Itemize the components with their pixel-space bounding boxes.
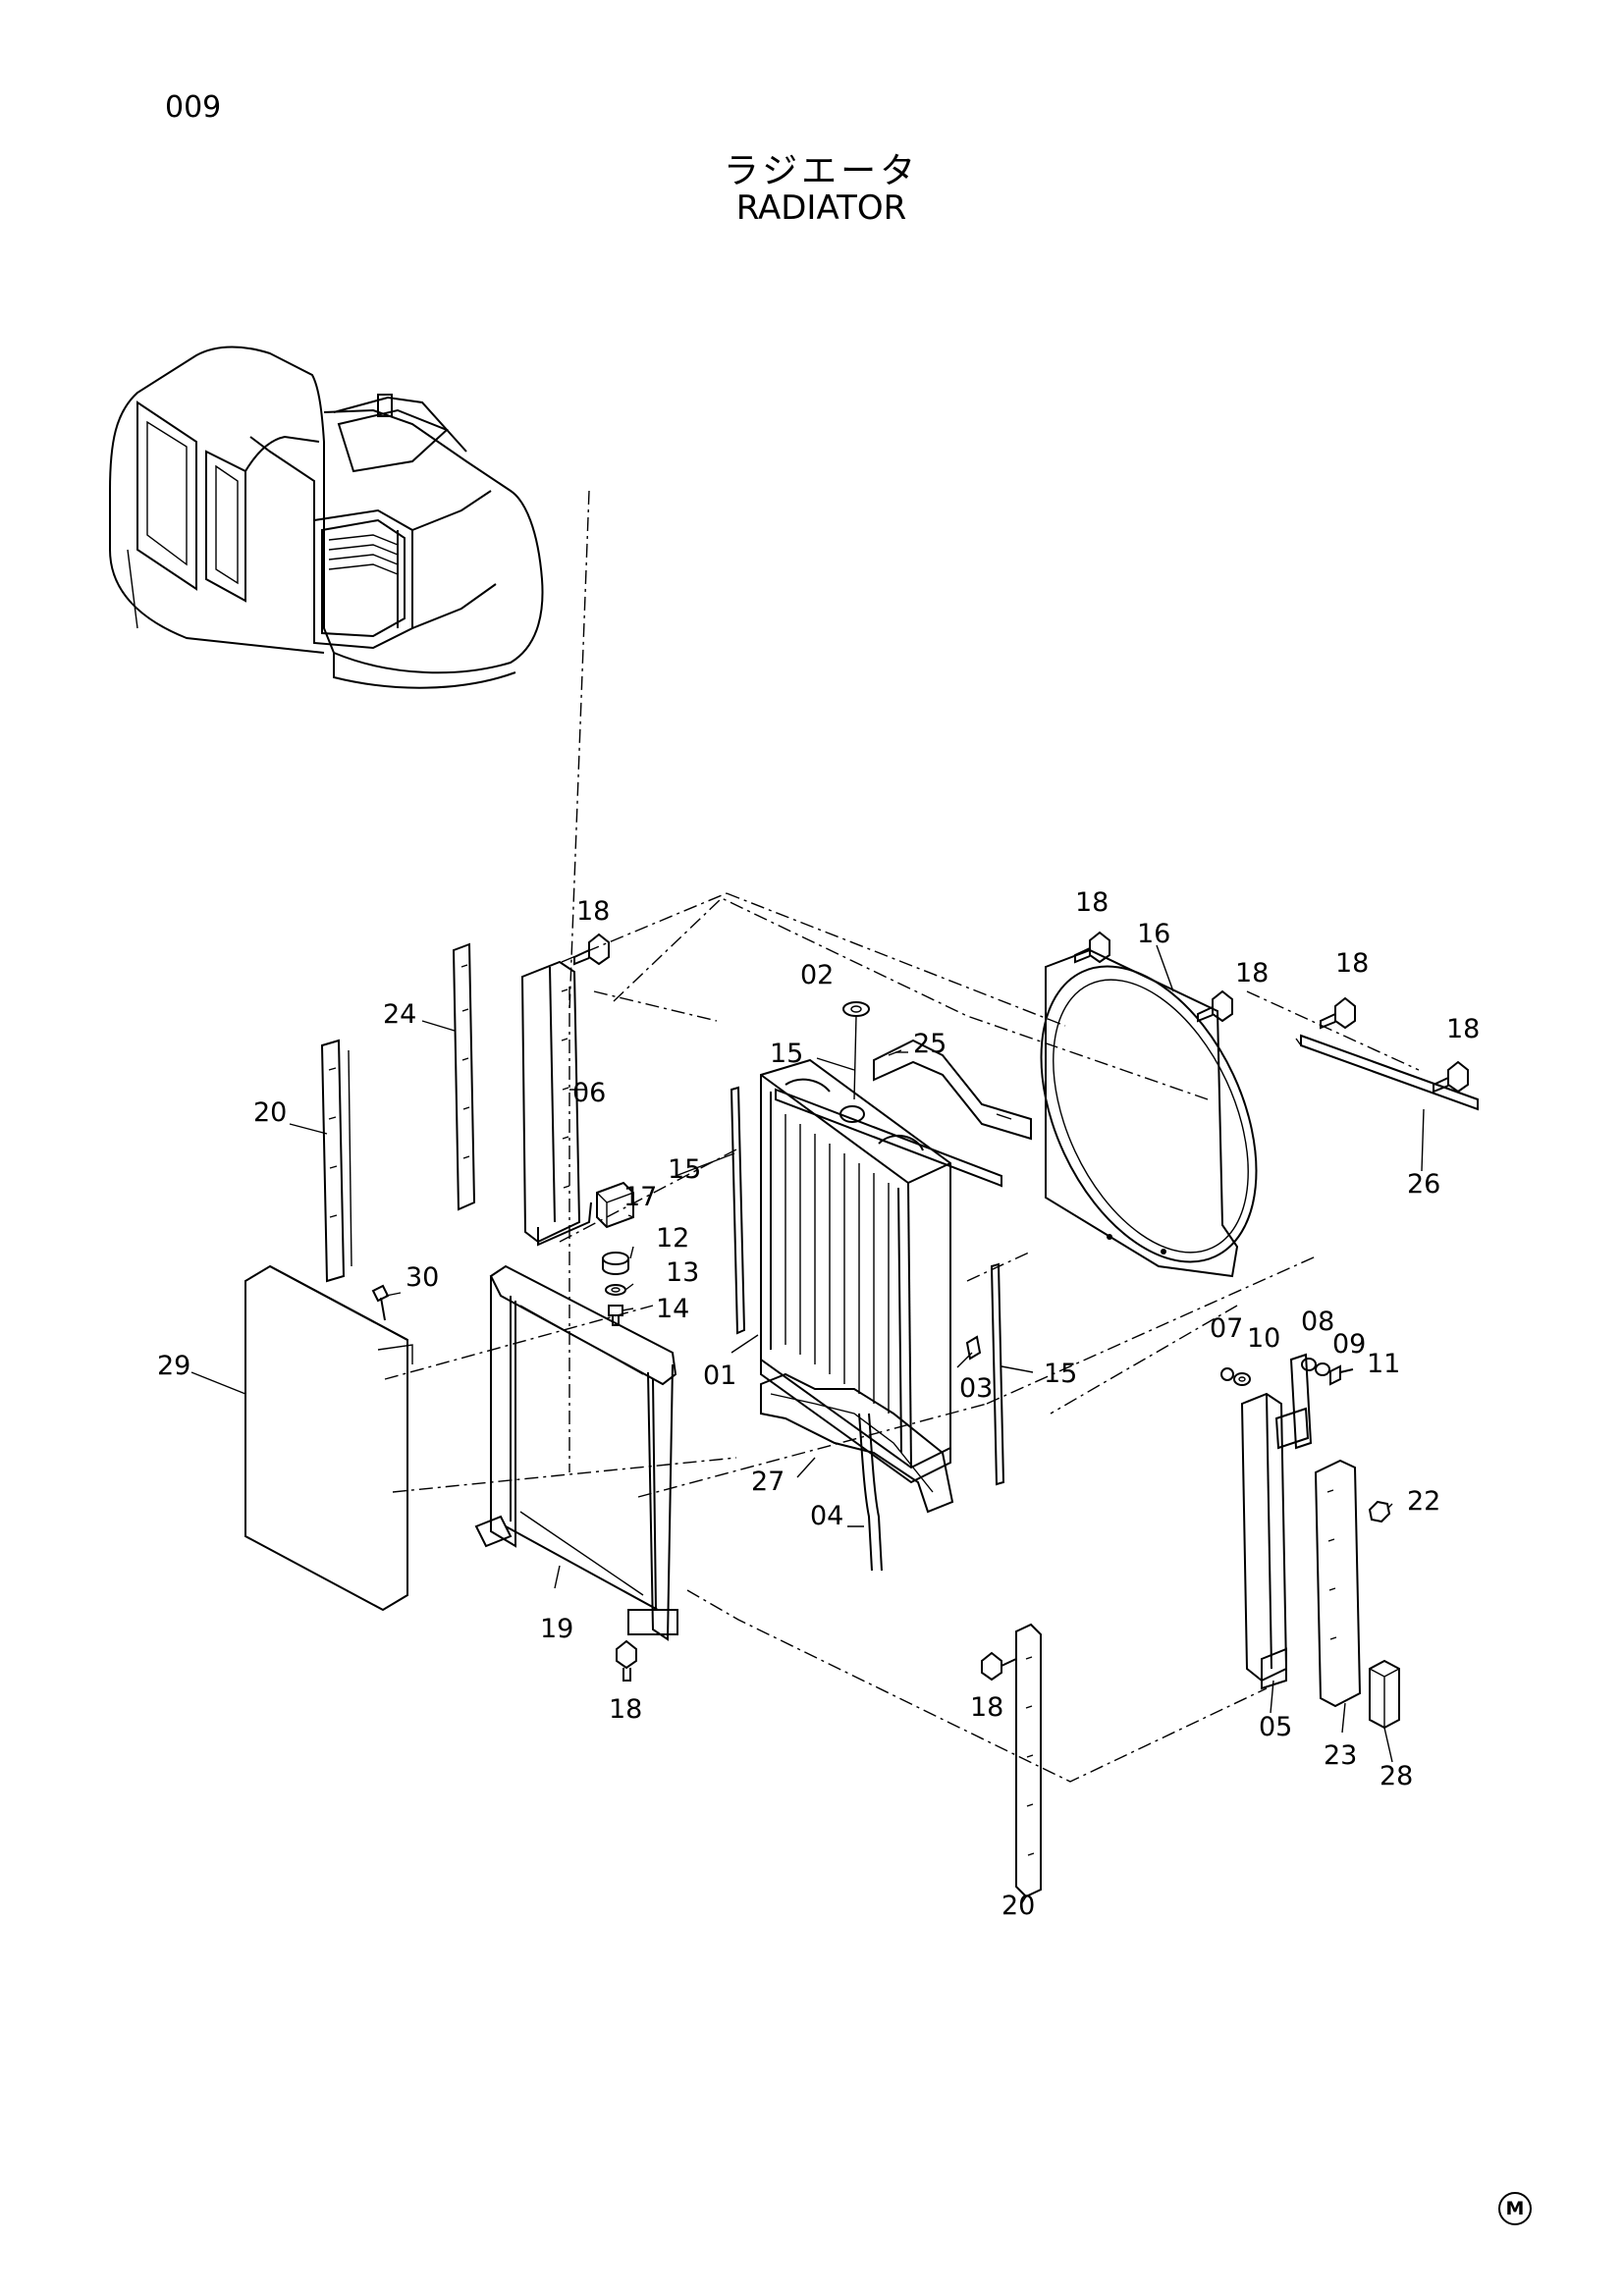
part-18-bolt-lower-right [981, 1651, 1017, 1682]
part-18-bolt-top-left [573, 933, 610, 966]
part-15-seal-right [990, 1262, 1005, 1486]
callout-30: 30 [406, 1262, 439, 1293]
footer-circled-mark: M [1498, 2192, 1532, 2225]
part-26-seal-strip [1295, 1034, 1479, 1111]
page-number: 009 [165, 90, 222, 125]
callout-15: 15 [1044, 1359, 1077, 1389]
callout-26: 26 [1407, 1169, 1440, 1200]
part-15-seal-top [775, 1088, 1002, 1188]
part-29-cover-plate [244, 1264, 413, 1612]
callout-15: 15 [668, 1154, 701, 1185]
part-25-upper-bracket [873, 1039, 1032, 1141]
part-18-bolt-shroud-2 [1197, 989, 1233, 1023]
part-18-bolt-shroud-3 [1320, 996, 1356, 1030]
part-15-seal-left [730, 1086, 746, 1335]
callout-18: 18 [970, 1692, 1003, 1723]
title-english: RADIATOR [735, 188, 907, 228]
part-22-nut [1368, 1500, 1391, 1523]
part-23-right-plate [1314, 1459, 1362, 1708]
callout-18: 18 [1335, 948, 1369, 979]
part-12-grommet [602, 1252, 629, 1275]
part-03-clip [965, 1335, 982, 1361]
callout-18: 18 [576, 896, 610, 927]
part-19-radiator-frame [474, 1264, 678, 1641]
part-18-bolt-lower-left [616, 1639, 637, 1682]
callout-12: 12 [656, 1223, 689, 1254]
callout-11: 11 [1367, 1349, 1400, 1379]
callout-16: 16 [1137, 919, 1170, 949]
part-01-radiator-core [760, 1058, 951, 1484]
callout-18: 18 [1235, 958, 1269, 988]
callout-20: 20 [1001, 1891, 1035, 1921]
title-japanese: ラジエータ [723, 151, 920, 191]
part-27-lower-seal [760, 1372, 954, 1514]
callout-13: 13 [666, 1257, 699, 1288]
callout-18: 18 [609, 1694, 642, 1725]
part-08-washer [1301, 1358, 1317, 1371]
part-14-bolt [608, 1305, 623, 1326]
part-09-washer [1315, 1362, 1330, 1376]
part-16-fan-shroud [1040, 948, 1258, 1278]
part-11-bolt [1329, 1364, 1354, 1386]
part-05-right-bracket [1240, 1353, 1313, 1690]
callout-18: 18 [1075, 887, 1109, 918]
callout-05: 05 [1259, 1712, 1292, 1742]
callout-19: 19 [540, 1614, 573, 1644]
excavator-location-illustration [109, 346, 544, 689]
callout-23: 23 [1324, 1740, 1357, 1771]
callout-02: 02 [800, 960, 834, 990]
callout-leaders [190, 944, 1425, 1905]
callout-15: 15 [770, 1039, 803, 1069]
callout-18: 18 [1446, 1014, 1480, 1044]
callout-25: 25 [913, 1029, 947, 1059]
part-02-cap [842, 1001, 870, 1100]
part-20-left-bracket [320, 1039, 352, 1283]
callout-14: 14 [656, 1294, 689, 1324]
part-06-side-frame [520, 960, 592, 1247]
part-13-washer [605, 1284, 626, 1296]
callout-labels: 18 18 16 18 18 18 02 24 25 15 06 20 15 2… [157, 887, 1480, 1921]
callout-04: 04 [810, 1501, 843, 1531]
part-07-nut [1220, 1367, 1234, 1381]
callout-09: 09 [1332, 1329, 1366, 1360]
part-18-bolt-shroud-1 [1074, 931, 1110, 964]
part-20-lower-bracket [1015, 1623, 1042, 1898]
callout-28: 28 [1380, 1761, 1413, 1791]
part-04-drain-hose [858, 1413, 883, 1572]
callout-06: 06 [572, 1078, 606, 1108]
part-24-bracket-plate [452, 942, 476, 1211]
callout-07: 07 [1210, 1313, 1243, 1344]
callout-24: 24 [383, 999, 416, 1030]
callout-27: 27 [751, 1467, 784, 1497]
callout-22: 22 [1407, 1486, 1440, 1517]
callout-17: 17 [623, 1182, 657, 1212]
callout-08: 08 [1301, 1307, 1334, 1337]
part-18-bolt-shroud-4 [1433, 1060, 1469, 1094]
part-10-washer [1233, 1372, 1251, 1386]
part-28-spacer-block [1369, 1659, 1400, 1730]
callout-29: 29 [157, 1351, 190, 1381]
callout-03: 03 [959, 1373, 993, 1404]
callout-01: 01 [703, 1361, 736, 1391]
callout-10: 10 [1247, 1323, 1280, 1354]
callout-20: 20 [253, 1097, 287, 1128]
part-30-bolt [371, 1284, 390, 1321]
